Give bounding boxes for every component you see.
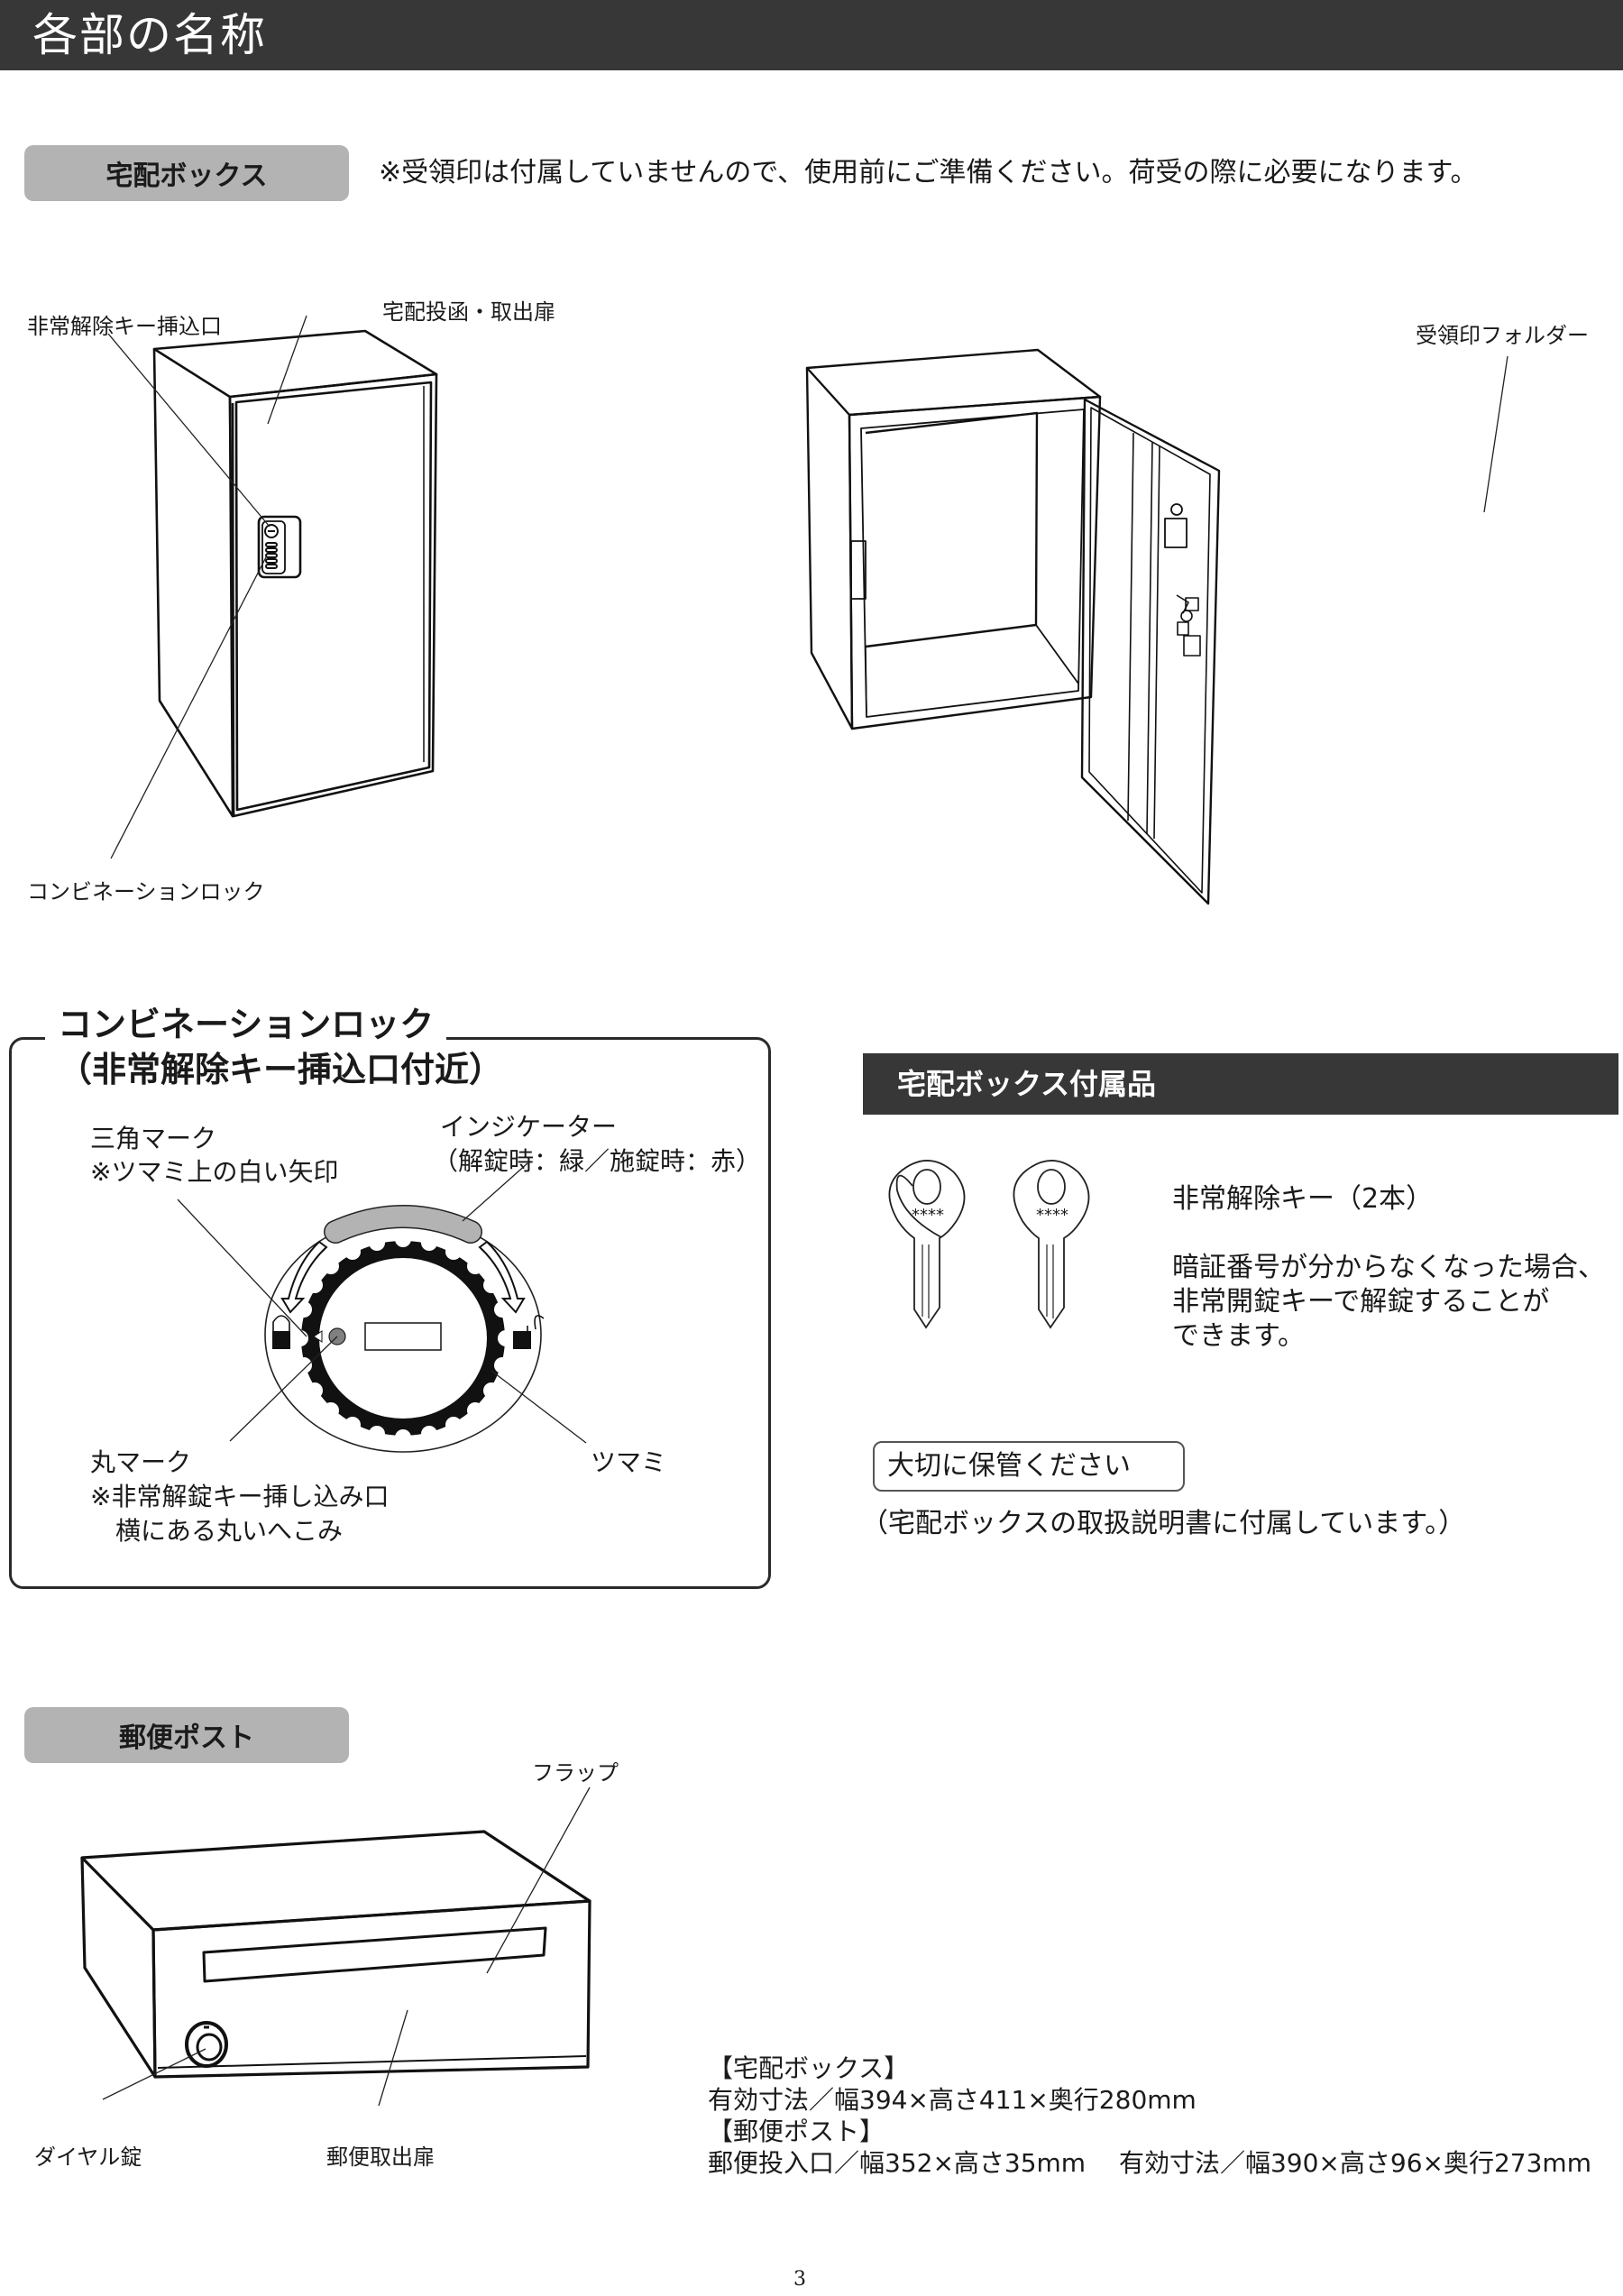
- combination-lock-dial-illustration: [177, 1162, 587, 1453]
- spec-mailbox-heading: 【郵便ポスト】: [708, 2117, 885, 2146]
- label-circle-mark-note2: 横にある丸いへこみ: [90, 1516, 344, 1546]
- page-title-bar: [0, 0, 1623, 70]
- rotate-arrow-right-icon: [478, 1240, 526, 1314]
- label-indicator-note: （解錠時：緑／施錠時：赤）: [433, 1146, 762, 1176]
- delivery-box-closed-illustration: [107, 315, 438, 859]
- spec-mailbox-dims: 郵便投入口／幅352×高さ35mm 有効寸法／幅390×高さ96×奥行273mm: [708, 2148, 1591, 2178]
- lock-detail-title-line1: コンビネーションロック: [45, 1003, 447, 1046]
- label-combination-lock: コンビネーションロック: [27, 879, 265, 905]
- accessories-heading: 宅配ボックス付属品: [863, 1053, 1618, 1115]
- label-knob: ツマミ: [591, 1447, 667, 1477]
- key-desc-line3: できます。: [1172, 1320, 1305, 1352]
- label-triangle-mark-note: ※ツマミ上の白い矢印: [90, 1157, 339, 1187]
- key-name: 非常解除キー（2本）: [1172, 1183, 1434, 1215]
- page-number: 3: [793, 2268, 806, 2291]
- spec-box-dims: 有効寸法／幅394×高さ411×奥行280mm: [708, 2085, 1197, 2115]
- indicator-bar: [325, 1206, 481, 1243]
- key-2-stamp: ****: [1036, 1206, 1068, 1225]
- label-flap: フラップ: [532, 1760, 619, 1786]
- delivery-box-open-illustration: [805, 348, 1508, 905]
- key-desc-line2: 非常開錠キーで解錠することが: [1172, 1286, 1550, 1318]
- section-label-mailbox: 郵便ポスト: [24, 1707, 349, 1763]
- label-mail-door: 郵便取出扉: [326, 2144, 435, 2170]
- spec-box-heading: 【宅配ボックス】: [708, 2053, 910, 2083]
- mailbox-illustration: [80, 1786, 591, 2107]
- label-circle-mark-note1: ※非常解錠キー挿し込み口: [90, 1482, 390, 1511]
- lock-detail-title-line2: （非常解除キー挿込口付近）: [45, 1048, 517, 1091]
- rotate-arrow-left-icon: [280, 1240, 328, 1314]
- section-label-delivery-box: 宅配ボックス: [24, 145, 349, 201]
- locked-padlock-icon: [272, 1315, 290, 1349]
- key-desc-line1: 暗証番号が分からなくなった場合、: [1172, 1252, 1605, 1283]
- label-triangle-mark: 三角マーク: [90, 1124, 217, 1153]
- label-indicator: インジケーター: [440, 1112, 618, 1142]
- dial-lock-icon: [185, 2021, 228, 2068]
- emergency-keys-illustration: [888, 1160, 1090, 1329]
- label-stamp-holder: 受領印フォルダー: [1416, 323, 1589, 348]
- keep-safe-box: 大切に保管ください: [873, 1441, 1185, 1492]
- label-circle-mark: 丸マーク: [90, 1447, 192, 1477]
- unlocked-padlock-icon: [513, 1315, 545, 1349]
- label-dial-lock: ダイヤル錠: [34, 2144, 142, 2170]
- page-title: 各部の名称: [32, 9, 267, 61]
- stamp-note: ※受領印は付属していませんので、使用前にご準備ください。荷受の際に必要になります…: [379, 157, 1478, 188]
- label-door: 宅配投函・取出扉: [382, 299, 555, 325]
- label-emergency-key-slot: 非常解除キー挿込口: [27, 314, 222, 339]
- included-note: （宅配ボックスの取扱説明書に付属しています。）: [861, 1508, 1466, 1539]
- triangle-mark-icon: [313, 1330, 323, 1343]
- key-1-stamp: ****: [912, 1206, 944, 1225]
